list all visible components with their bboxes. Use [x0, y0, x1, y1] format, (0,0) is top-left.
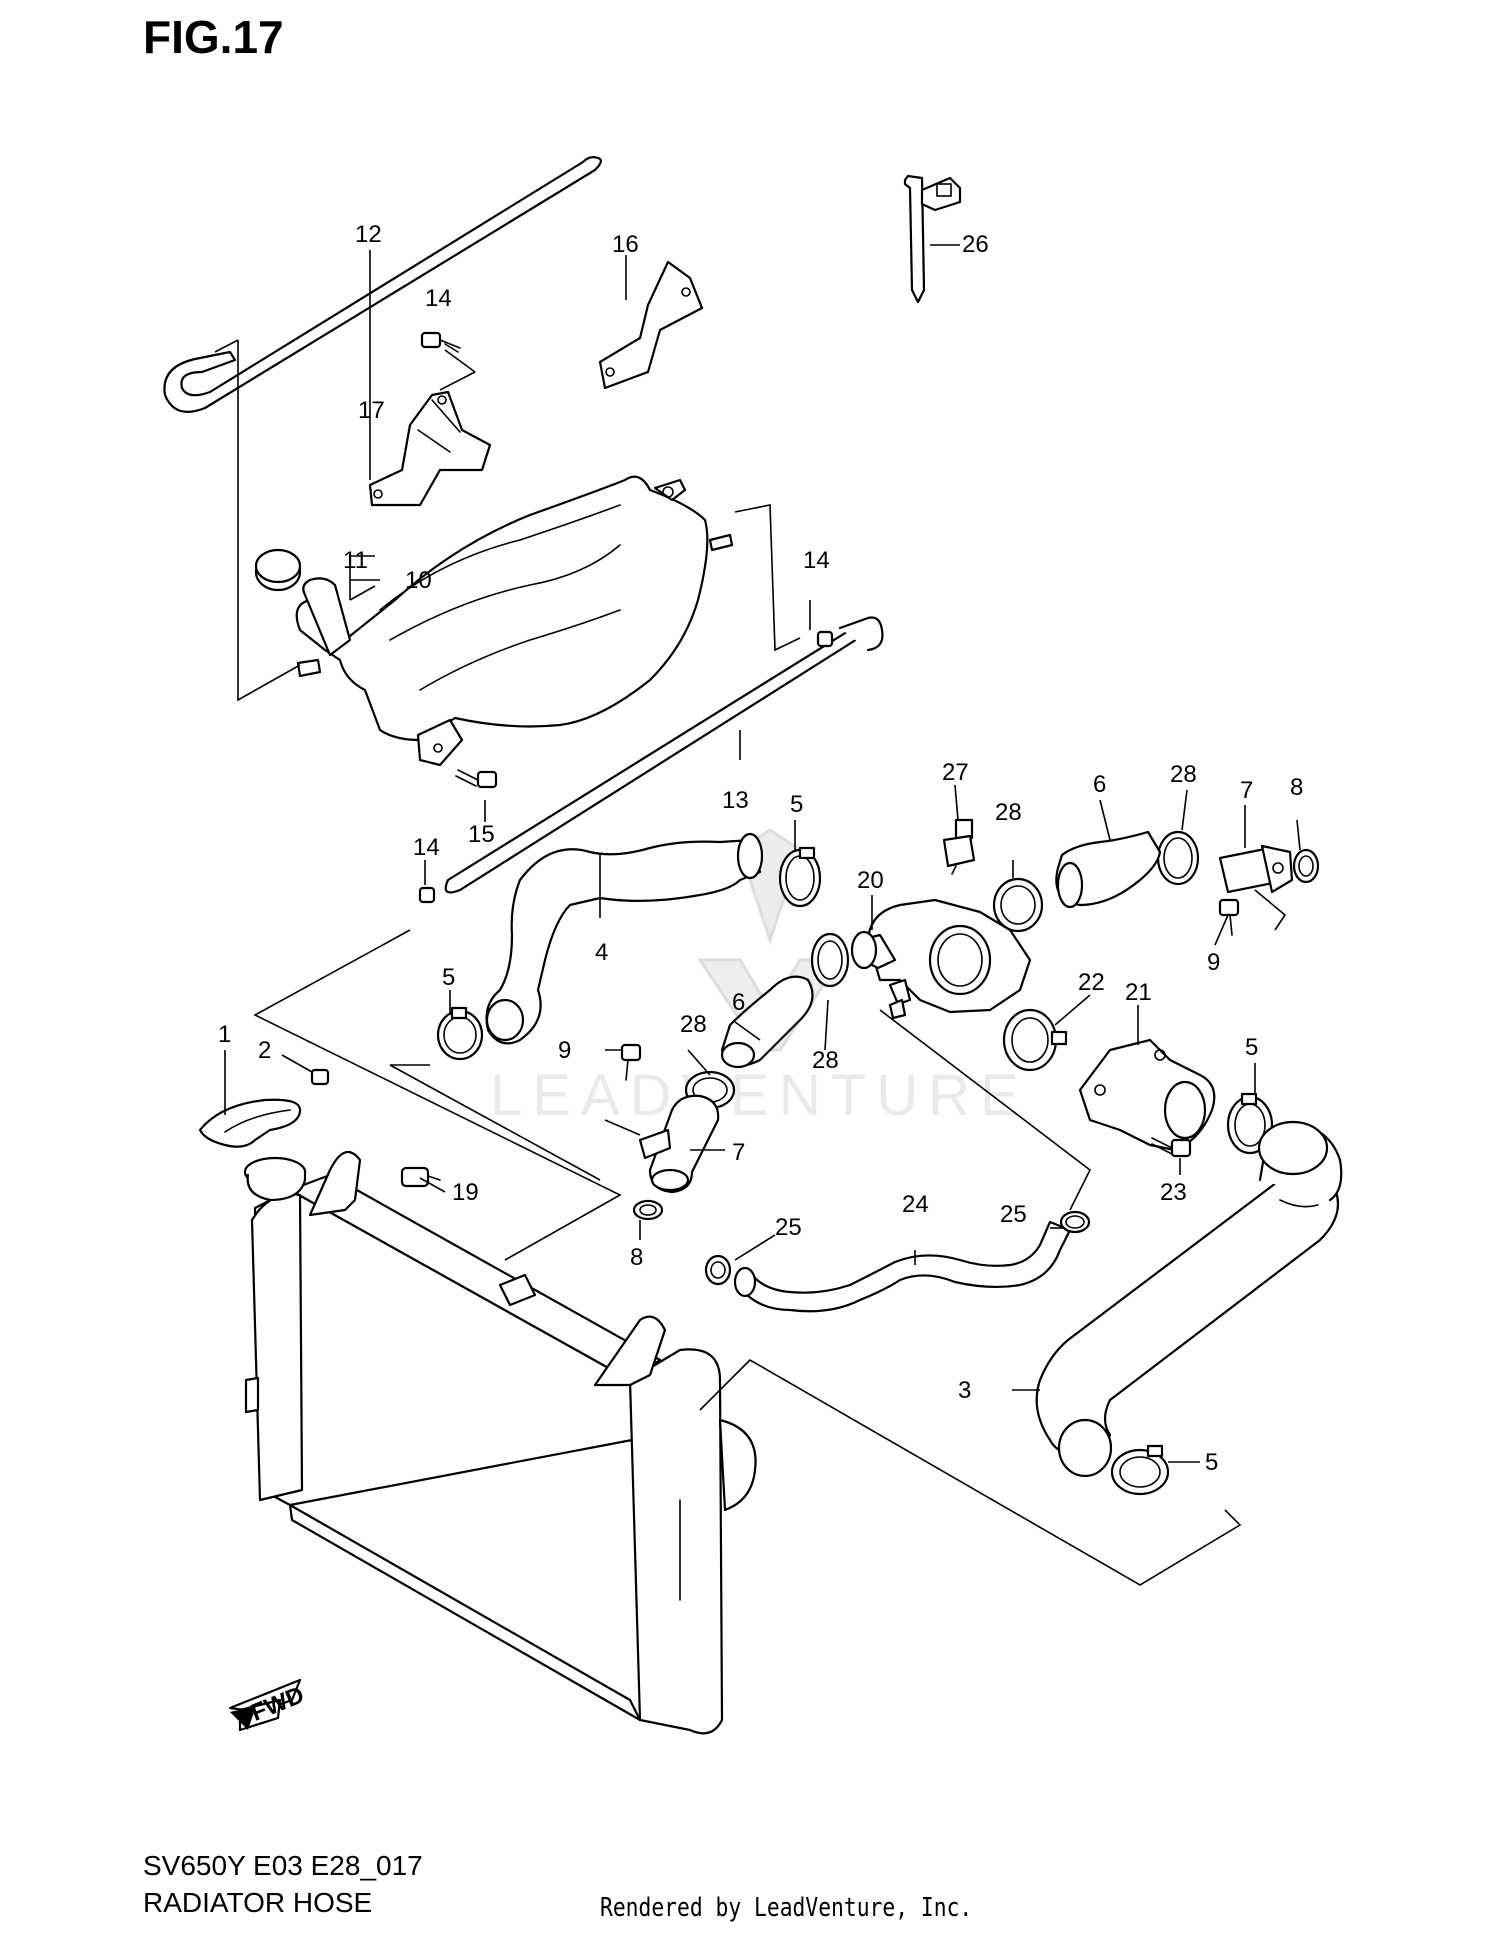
callout-7b: 7 — [732, 1139, 745, 1166]
part-17-bracket — [368, 390, 492, 507]
part-25-clamp-left — [704, 1254, 732, 1286]
part-14-clip-upper — [816, 630, 834, 648]
part-9-bolt-right — [1218, 898, 1240, 936]
part-6-hose-lower — [720, 975, 814, 1069]
leader-lines — [214, 244, 1301, 1586]
part-23-bolt — [1151, 1137, 1192, 1158]
part-3-radiator-hose — [1035, 1120, 1343, 1478]
part-20-thermostat-housing — [850, 898, 1032, 1020]
part-7-fitting-lower — [638, 1094, 720, 1194]
callout-22: 22 — [1078, 969, 1105, 996]
callout-5b: 5 — [442, 964, 455, 991]
part-21-thermostat-cover — [1078, 1038, 1216, 1152]
callout-19: 19 — [452, 1179, 479, 1206]
callouts: 12 14 16 26 17 11 10 14 13 15 14 5 4 5 2… — [218, 221, 1303, 1476]
callout-1: 1 — [218, 1021, 231, 1048]
part-13-hose — [444, 616, 884, 894]
callout-16: 16 — [612, 231, 639, 258]
part-8-o-ring-upper — [1292, 848, 1320, 884]
callout-24: 24 — [902, 1191, 929, 1218]
radiator — [243, 1150, 757, 1735]
part-27-temperature-sensor — [942, 818, 976, 875]
part-11-reservoir-cap — [254, 548, 302, 592]
part-1-radiator-cap — [198, 1098, 302, 1148]
part-14-clip-lower — [418, 886, 436, 904]
callout-8a: 8 — [1290, 774, 1303, 801]
watermark-text: LEADVENTURE — [490, 1063, 1029, 1128]
callout-26: 26 — [962, 231, 989, 258]
callout-9b: 9 — [558, 1037, 571, 1064]
callout-18: 14 — [425, 285, 452, 312]
part-5-clamp-d — [1110, 1444, 1170, 1496]
callout-5a: 5 — [790, 791, 803, 818]
part-7-fitting-upper — [1218, 844, 1294, 894]
part-2-bolt — [310, 1068, 330, 1086]
part-28-clamp-a — [992, 877, 1044, 933]
callout-28b: 28 — [1170, 761, 1197, 788]
part-12-bolt — [455, 769, 498, 789]
render-credit: Rendered by LeadVenture, Inc. — [600, 1893, 973, 1923]
part-25-clamp-right — [1059, 1210, 1091, 1234]
part-4-hose — [485, 832, 764, 1045]
part-28-clamp-c — [810, 932, 850, 988]
section-name: RADIATOR HOSE — [143, 1887, 373, 1918]
part-28-clamp-b — [1156, 830, 1200, 886]
figure-title: FIG.17 — [143, 11, 284, 63]
callout-15: 12 — [355, 221, 382, 248]
part-16-bracket — [598, 260, 704, 390]
callout-21: 21 — [1125, 979, 1152, 1006]
callout-5d: 5 — [1205, 1449, 1218, 1476]
part-10-reservoir-tank — [295, 475, 734, 767]
callout-25a: 25 — [775, 1214, 802, 1241]
part-18-bolt — [420, 331, 461, 353]
callout-6b: 6 — [732, 989, 745, 1016]
callout-28d: 28 — [812, 1047, 839, 1074]
forward-direction-arrow: FWD — [228, 1678, 308, 1732]
callout-7a: 7 — [1240, 777, 1253, 804]
part-5-clamp-b — [436, 1006, 484, 1061]
part-19-drain-plug — [400, 1166, 441, 1188]
callout-20: 20 — [857, 867, 884, 894]
callout-28a: 28 — [995, 799, 1022, 826]
callout-14a: 14 — [803, 547, 830, 574]
part-22-thermostat — [1002, 1008, 1068, 1072]
part-5-clamp-a — [778, 846, 822, 908]
part-6-hose-upper — [1055, 830, 1162, 909]
callout-13: 13 — [722, 787, 749, 814]
callout-4: 4 — [595, 939, 608, 966]
callout-14b: 14 — [413, 834, 440, 861]
callout-17: 17 — [358, 397, 385, 424]
callout-23: 23 — [1160, 1179, 1187, 1206]
model-code: SV650Y E03 E28_017 — [143, 1850, 423, 1881]
callout-2: 2 — [258, 1037, 271, 1064]
callout-11: 11 — [343, 547, 368, 574]
callout-28c: 28 — [680, 1011, 707, 1038]
callout-3: 3 — [958, 1377, 971, 1404]
callout-5c: 5 — [1245, 1034, 1258, 1061]
callout-9a: 9 — [1207, 949, 1220, 976]
callout-8b: 8 — [630, 1244, 643, 1271]
callout-10: 10 — [405, 567, 432, 594]
part-26-clamp-strip — [903, 174, 962, 304]
part-9-bolt-left — [620, 1043, 642, 1081]
callout-6a: 6 — [1093, 771, 1106, 798]
part-24-hose — [733, 1220, 1072, 1313]
callout-12: 15 — [468, 821, 495, 848]
callout-25b: 25 — [1000, 1201, 1027, 1228]
callout-27: 27 — [942, 759, 969, 786]
part-15-overflow-hose — [163, 156, 602, 413]
part-8-o-ring-lower — [632, 1199, 664, 1221]
